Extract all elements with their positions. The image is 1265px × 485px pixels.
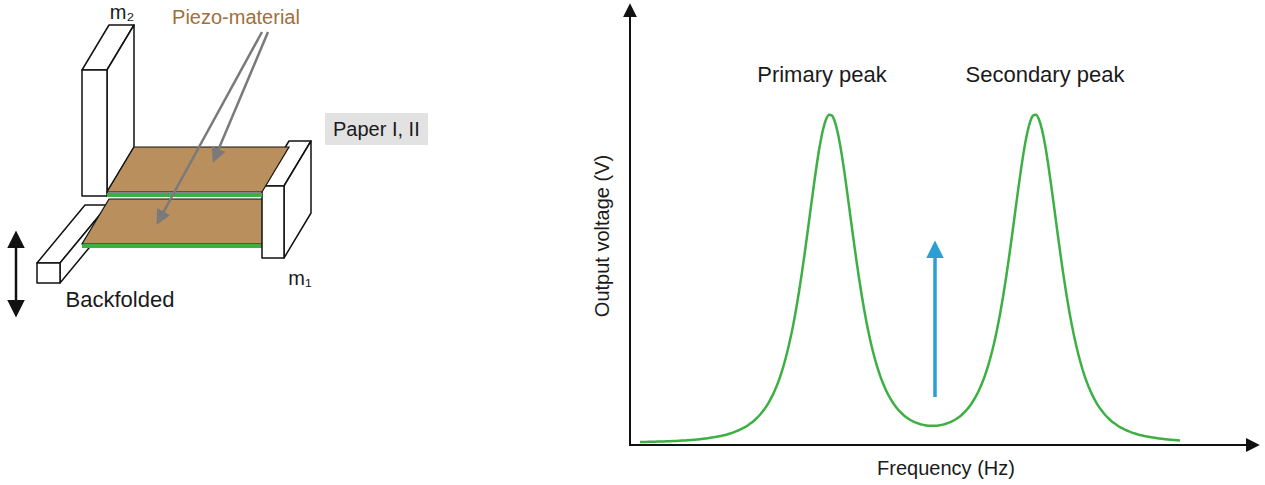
tag-text: Paper I, II (333, 117, 420, 141)
mass-label: m₁ (288, 267, 311, 289)
peak-label: Secondary peak (966, 63, 1125, 87)
configuration-label: Backfolded (66, 288, 175, 312)
electrode-lower (82, 244, 262, 248)
response-curve (640, 115, 1180, 442)
axis-title: Output voltage (V) (591, 155, 613, 317)
x-axis (629, 444, 1257, 446)
excitation-arrow (15, 234, 18, 314)
peak-label: Primary peak (757, 63, 887, 87)
piezo-plate-lower (82, 199, 289, 244)
axis-title: Frequency (Hz) (877, 457, 1015, 479)
electrode-upper (107, 193, 262, 197)
reference-tag: Paper I, II (325, 113, 428, 145)
y-axis (629, 6, 631, 446)
material-label: Piezo-material (172, 6, 300, 28)
piezo-plate-upper (107, 147, 289, 192)
leader-arrow (158, 32, 262, 222)
mass-label: m₂ (110, 1, 134, 23)
leader-arrow (214, 32, 268, 160)
increase-arrow (933, 244, 937, 397)
